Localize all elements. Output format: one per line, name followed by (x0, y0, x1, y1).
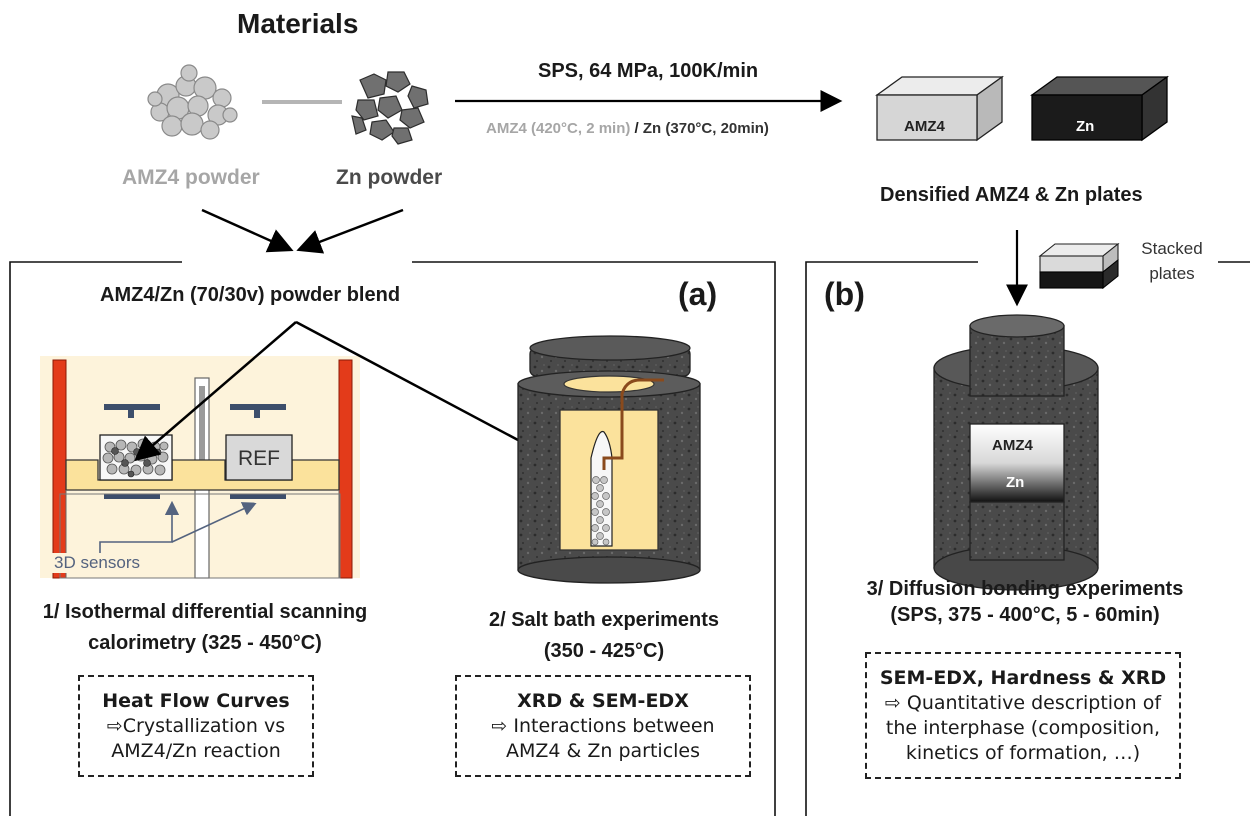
die-amz4-label: AMZ4 (992, 437, 1033, 454)
blend-label: AMZ4/Zn (70/30v) powder blend (100, 284, 401, 306)
salt-result-box: XRD & SEM-EDX ⇨ Interactions between AMZ… (455, 675, 751, 777)
diffusion-box-line2: the interphase (composition, (885, 717, 1161, 739)
dsc-box-title: Heat Flow Curves (102, 690, 290, 712)
plates-caption: Densified AMZ4 & Zn plates (880, 184, 1143, 206)
amz4-to-blend-arrow (201, 208, 294, 253)
panel-b-label: (b) (824, 276, 865, 312)
die-zn-label: Zn (1006, 474, 1025, 491)
diffusion-box-title: SEM-EDX, Hardness & XRD (879, 667, 1167, 689)
zn-powder-label: Zn powder (336, 166, 443, 189)
zn-powder-icon (351, 71, 429, 145)
salt-bath-vessel (517, 335, 701, 584)
salt-box-line1: ⇨ Interactions between (491, 715, 715, 737)
materials-title: Materials (237, 8, 359, 39)
panel-a-frame (9, 261, 776, 816)
diffusion-title-line2: (SPS, 375 - 400°C, 5 - 60min) (890, 604, 1160, 626)
salt-box-line2: AMZ4 & Zn particles (505, 740, 701, 762)
salt-box-title: XRD & SEM-EDX (517, 690, 689, 712)
diffusion-box-line3: kinetics of formation, …) (905, 742, 1141, 764)
amz4-plate-label: AMZ4 (904, 118, 945, 135)
blend-to-dsc-arrow (134, 321, 297, 462)
dsc-box-line1: ⇨Crystallization vs (106, 715, 286, 737)
diffusion-title-line1: 3/ Diffusion bonding experiments (866, 578, 1184, 600)
panel-a-label: (a) (678, 276, 718, 312)
dsc-title-line1: 1/ Isothermal differential scanning (42, 601, 368, 623)
dsc-result-box: Heat Flow Curves ⇨Crystallization vs AMZ… (78, 675, 314, 777)
sps-label: SPS, 64 MPa, 100K/min (538, 60, 759, 82)
salt-title-line1: 2/ Salt bath experiments (488, 609, 720, 631)
dsc-furnace (40, 356, 360, 579)
zn-conditions: Zn (370°C, 20min) (642, 120, 769, 137)
diffusion-box-line1: ⇨ Quantitative description of (884, 692, 1162, 714)
sensors-label: 3D sensors (52, 553, 142, 573)
amz4-conditions: AMZ4 (420°C, 2 min) (486, 120, 631, 137)
diffusion-result-box: SEM-EDX, Hardness & XRD ⇨ Quantitative d… (865, 652, 1181, 779)
zn-plate (1029, 75, 1170, 142)
sps-die (933, 314, 1099, 591)
zn-plate-label: Zn (1076, 118, 1095, 135)
sps-conditions: AMZ4 (420°C, 2 min) / Zn (370°C, 20min) (486, 120, 769, 137)
ref-crucible-label: REF (238, 447, 280, 470)
amz4-powder-icon (147, 64, 238, 140)
salt-title-line2: (350 - 425°C) (543, 640, 665, 662)
dsc-title-line2: calorimetry (325 - 450°C) (88, 632, 322, 654)
condition-separator: / (630, 120, 643, 137)
amz4-powder-label: AMZ4 powder (122, 166, 260, 189)
zn-to-blend-arrow (296, 208, 404, 254)
stacked-plates-icon (1038, 242, 1120, 290)
dsc-box-line2: AMZ4/Zn reaction (111, 740, 281, 762)
stacked-plates-label: Stacked plates (1141, 239, 1203, 283)
amz4-plate (874, 75, 1005, 142)
